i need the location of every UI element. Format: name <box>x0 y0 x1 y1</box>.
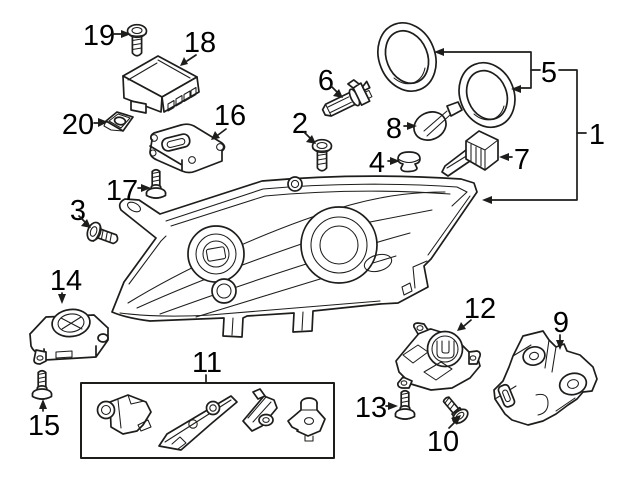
callout-3: 3 <box>70 195 91 228</box>
bulb-8-drawing <box>413 101 463 141</box>
callout-17-number: 17 <box>106 175 138 207</box>
callout-10: 10 <box>427 415 461 458</box>
callout-1: 1 <box>482 69 605 204</box>
screw-19-drawing <box>126 23 148 57</box>
callout-2-number: 2 <box>292 108 308 140</box>
seal-ring-b-drawing <box>458 61 516 129</box>
leveling-motor-12-drawing <box>395 322 482 391</box>
callout-6: 6 <box>318 65 343 98</box>
control-module-16-drawing <box>149 123 226 174</box>
halogen-bulb-6-drawing <box>321 79 373 117</box>
hardware-kit-11-drawing <box>80 382 335 459</box>
kit-retainer-clip <box>242 388 278 432</box>
screw-13-drawing <box>394 389 416 420</box>
callout-9-number: 9 <box>553 307 569 339</box>
screw-3-drawing <box>84 219 122 250</box>
mounting-bracket-9-drawing <box>493 330 598 426</box>
screw-15-drawing <box>31 369 53 400</box>
callout-18-number: 18 <box>184 27 216 59</box>
callout-4: 4 <box>369 147 400 179</box>
callout-15-number: 15 <box>28 410 60 442</box>
callout-16: 16 <box>211 100 246 140</box>
callout-19: 19 <box>83 20 131 52</box>
kit-bracket-plate <box>158 395 238 451</box>
callout-11-number: 11 <box>192 347 222 379</box>
callout-10-number: 10 <box>427 426 459 458</box>
cap-4-drawing <box>397 151 421 173</box>
callout-5: 5 <box>434 48 557 93</box>
callout-7-number: 7 <box>514 144 530 176</box>
kit-socket-connector <box>96 394 152 435</box>
ballast-unit-14-drawing <box>29 308 109 365</box>
control-module-18-drawing <box>122 55 200 114</box>
callout-20-number: 20 <box>62 109 94 141</box>
callout-12: 12 <box>457 293 496 331</box>
callout-13-number: 13 <box>355 392 387 424</box>
callout-1-number: 1 <box>589 119 605 151</box>
kit-bulb-socket <box>287 397 326 442</box>
callout-17: 17 <box>106 175 151 207</box>
callout-12-number: 12 <box>464 293 496 325</box>
bulb-socket-7-drawing <box>441 130 499 177</box>
screw-2-drawing <box>311 138 333 172</box>
callout-14-number: 14 <box>50 265 82 297</box>
callout-6-number: 6 <box>318 65 334 97</box>
callout-13: 13 <box>355 392 398 424</box>
callout-14: 14 <box>50 265 82 304</box>
headlamp-assembly-drawing <box>111 175 478 338</box>
callout-8: 8 <box>386 113 417 145</box>
callout-3-number: 3 <box>70 195 86 227</box>
callout-15: 15 <box>28 399 60 442</box>
callout-5-number: 5 <box>541 57 557 89</box>
callout-16-number: 16 <box>214 100 246 132</box>
callout-20: 20 <box>62 109 108 141</box>
callout-11: 11 <box>192 347 222 384</box>
callout-8-number: 8 <box>386 113 402 145</box>
callout-9: 9 <box>553 307 569 350</box>
callout-18: 18 <box>180 27 216 66</box>
callout-2: 2 <box>292 108 316 144</box>
screw-17-drawing <box>145 168 167 199</box>
callout-19-number: 19 <box>83 20 115 52</box>
callout-7: 7 <box>499 144 530 176</box>
seal-ring-a-drawing <box>377 22 437 92</box>
clip-nut-20-drawing <box>103 111 134 132</box>
callout-4-number: 4 <box>369 147 385 179</box>
